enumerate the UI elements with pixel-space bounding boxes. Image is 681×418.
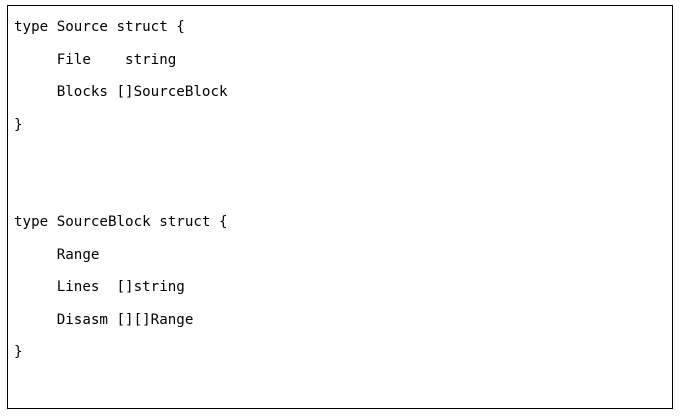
code-line-blank	[14, 141, 672, 174]
code-line-blank	[14, 174, 672, 207]
code-content: type Source struct { File string Blocks …	[14, 11, 672, 408]
code-frame: type Source struct { File string Blocks …	[7, 5, 673, 409]
code-line-blank	[14, 401, 672, 408]
code-block[interactable]: type Source struct { File string Blocks …	[14, 11, 672, 408]
code-line: Range	[14, 246, 100, 263]
code-line: type SourceBlock struct {	[14, 214, 228, 230]
code-line: File string	[14, 51, 177, 68]
code-line: }	[14, 344, 23, 360]
code-line: }	[14, 116, 23, 133]
code-line-blank	[14, 369, 672, 402]
code-line: Lines []string	[14, 279, 185, 295]
code-line: Disasm [][]Range	[14, 311, 194, 328]
code-line: type Source struct {	[14, 19, 185, 35]
code-line: Blocks []SourceBlock	[14, 84, 228, 100]
